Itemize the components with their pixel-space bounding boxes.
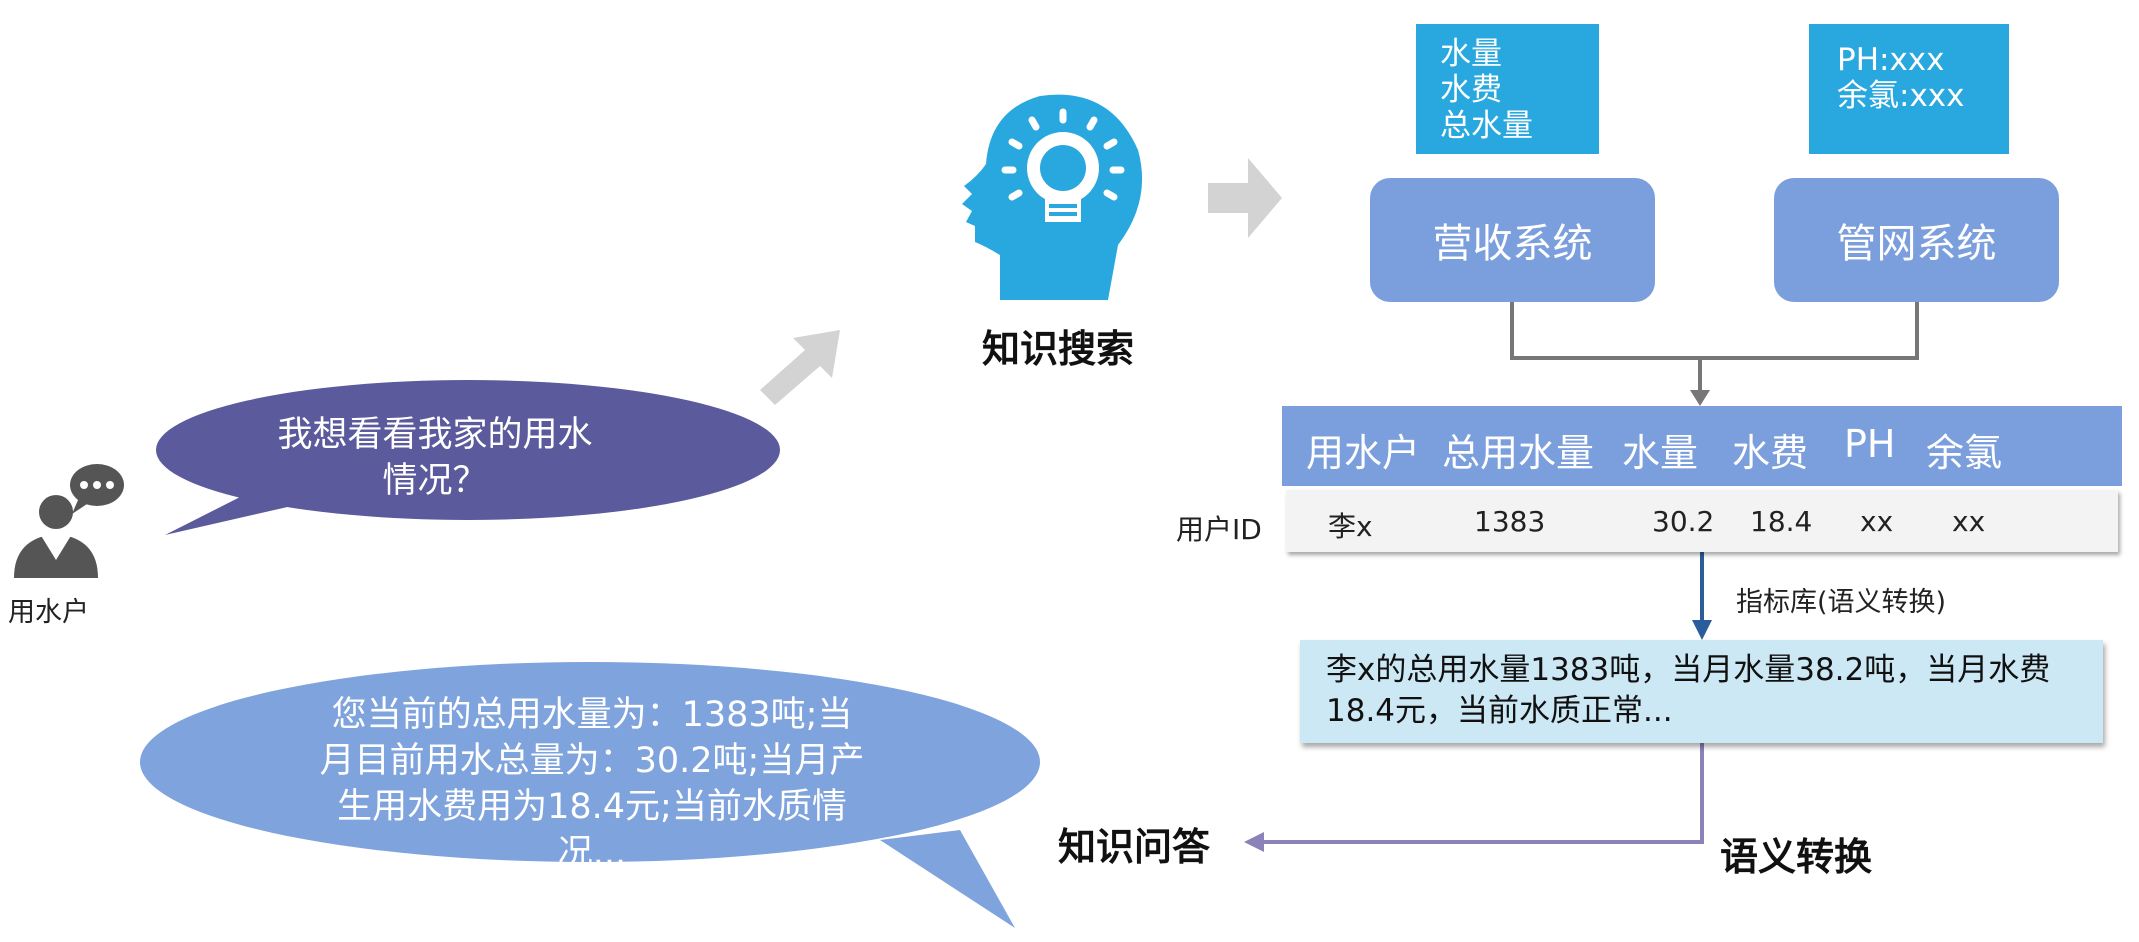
column-header: PH bbox=[1844, 422, 1896, 466]
question-text: 我想看看我家的用水 情况？ bbox=[255, 412, 615, 504]
head-lightbulb-icon bbox=[962, 94, 1143, 300]
row-label: 用户ID bbox=[1176, 513, 1262, 546]
table-header: 用水户 总用水量 水量 水费 PH 余氯 bbox=[1282, 406, 2122, 486]
semantic-conversion-label: 语义转换 bbox=[1720, 835, 1873, 879]
right-arrow-icon bbox=[1208, 158, 1282, 238]
pipe-fields-box: PH:xxx 余氯:xxx bbox=[1809, 24, 2009, 154]
system-connector bbox=[1510, 302, 1919, 392]
column-header: 余氯 bbox=[1926, 431, 2003, 475]
answer-line: 况... bbox=[557, 833, 627, 873]
question-line: 情况？ bbox=[382, 461, 488, 501]
revenue-fields-box: 水量 水费 总水量 bbox=[1416, 24, 1599, 154]
table-cell: 李x bbox=[1328, 510, 1373, 543]
connector-arrowhead bbox=[1690, 390, 1710, 406]
knowledge-search-label: 知识搜索 bbox=[982, 327, 1135, 371]
user-icon bbox=[14, 495, 98, 578]
column-header: 水费 bbox=[1732, 431, 1809, 475]
question-bubble bbox=[156, 380, 780, 535]
result-line: 18.4元，当前水质正常... bbox=[1326, 693, 1673, 729]
column-header: 用水户 bbox=[1306, 431, 1421, 475]
result-line: 李x的总用水量1383吨，当月水量38.2吨，当月水费 bbox=[1326, 652, 2051, 688]
table-cell: xx bbox=[1860, 505, 1894, 538]
index-arrow bbox=[1692, 552, 1712, 640]
result-box: 李x的总用水量1383吨，当月水量38.2吨，当月水费 18.4元，当前水质正常… bbox=[1300, 640, 2103, 743]
answer-line: 您当前的总用水量为：1383吨;当 bbox=[331, 695, 853, 735]
answer-bubble bbox=[140, 662, 1040, 928]
field-item: 余氯:xxx bbox=[1837, 78, 1965, 114]
column-header: 水量 bbox=[1622, 431, 1699, 475]
field-item: PH:xxx bbox=[1837, 42, 1945, 78]
answer-line: 月目前用水总量为：30.2吨;当月产 bbox=[319, 741, 865, 781]
table-cell: xx bbox=[1952, 505, 1986, 538]
qa-arrow bbox=[1244, 743, 1704, 852]
pipe-network-system-box: 管网系统 bbox=[1774, 178, 2059, 302]
table-cell: 30.2 bbox=[1652, 505, 1715, 538]
table-cell: 1383 bbox=[1474, 505, 1546, 538]
diagonal-arrow-icon bbox=[760, 330, 840, 405]
field-item: 总水量 bbox=[1440, 108, 1533, 144]
field-item: 水费 bbox=[1440, 72, 1502, 108]
user-label: 用水户 bbox=[8, 597, 89, 628]
question-line: 我想看看我家的用水 bbox=[277, 415, 593, 455]
index-library-label: 指标库(语义转换) bbox=[1736, 587, 1947, 618]
field-item: 水量 bbox=[1440, 36, 1502, 72]
answer-text: 您当前的总用水量为：1383吨;当 月目前用水总量为：30.2吨;当月产 生用水… bbox=[282, 692, 902, 876]
column-header: 总用水量 bbox=[1442, 431, 1595, 475]
chat-icon bbox=[70, 464, 124, 514]
knowledge-qa-label: 知识问答 bbox=[1058, 825, 1211, 869]
table-row: 李x 1383 30.2 18.4 xx xx bbox=[1286, 490, 2118, 552]
answer-line: 生用水费用为18.4元;当前水质情 bbox=[337, 787, 847, 827]
table-cell: 18.4 bbox=[1750, 505, 1813, 538]
revenue-system-box: 营收系统 bbox=[1370, 178, 1655, 302]
